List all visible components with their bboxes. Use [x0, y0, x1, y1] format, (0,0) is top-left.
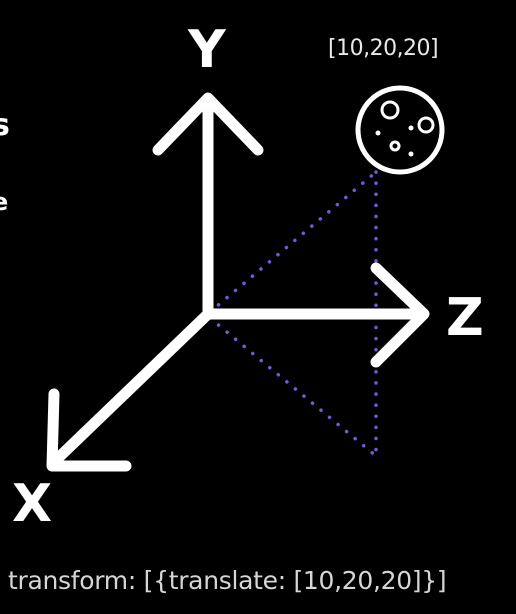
z-axis-label: Z — [446, 288, 484, 348]
x-axis-arrowhead — [46, 388, 132, 472]
x-axis-line — [48, 308, 214, 468]
z-axis-arrowhead — [370, 262, 430, 368]
cropped-text-fragment: s — [0, 108, 10, 143]
x-axis — [46, 308, 214, 472]
cropped-text-fragment: e — [0, 188, 9, 216]
transform-code-caption: transform: [{translate: [10,20,20]}] — [8, 566, 447, 595]
y-axis-arrowhead — [152, 92, 264, 156]
z-axis — [202, 262, 430, 368]
object-coordinates-label: [10,20,20] — [328, 36, 439, 61]
guide-origin-to-object — [208, 170, 378, 314]
x-axis-label: X — [12, 474, 53, 534]
y-axis — [152, 92, 264, 320]
y-axis-label: Y — [188, 20, 226, 80]
moon-icon — [355, 85, 445, 175]
guide-origin-to-ground — [208, 316, 378, 458]
